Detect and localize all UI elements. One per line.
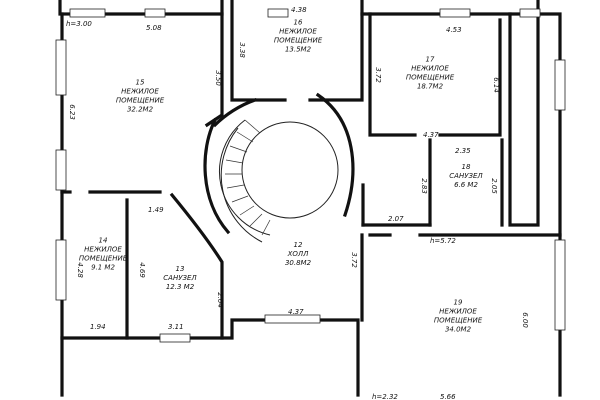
dimension-label: 5.08 bbox=[146, 24, 162, 32]
interior-walls bbox=[60, 0, 562, 340]
dimension-label: 4.53 bbox=[446, 26, 462, 34]
dimension-label: 3.50 bbox=[214, 70, 222, 86]
dimension-label: 4.28 bbox=[76, 262, 84, 278]
dimension-label: 6.00 bbox=[521, 312, 529, 328]
dimension-label: 1.94 bbox=[90, 323, 106, 331]
dimension-label: 4.37 bbox=[423, 131, 439, 139]
dimension-label: 2.05 bbox=[490, 178, 498, 194]
windows bbox=[55, 8, 566, 343]
dimension-label: 6.23 bbox=[68, 104, 76, 120]
dimension-label: 1.49 bbox=[148, 206, 164, 214]
dimension-label: 3.72 bbox=[350, 252, 358, 268]
dimension-label: 2.83 bbox=[420, 178, 428, 194]
dimension-label: h=5.72 bbox=[430, 237, 456, 245]
dimension-label: 4.69 bbox=[138, 262, 146, 278]
dimension-label: 3.72 bbox=[374, 67, 382, 83]
dimension-label: 2.35 bbox=[455, 147, 471, 155]
dimension-label: 2.04 bbox=[216, 292, 224, 308]
dimension-label: h=3.00 bbox=[66, 20, 92, 28]
dimension-label: 4.37 bbox=[288, 308, 304, 316]
spiral-staircase bbox=[218, 119, 339, 243]
dimension-label: 4.38 bbox=[291, 6, 307, 14]
dimension-label: 6.14 bbox=[492, 77, 500, 93]
dimension-label: 3.38 bbox=[238, 42, 246, 58]
dimension-label: 5.66 bbox=[440, 393, 456, 400]
dimension-label: 3.11 bbox=[168, 323, 184, 331]
dimension-label: 2.07 bbox=[388, 215, 404, 223]
dimension-labels: h=3.00 5.08 3.50 6.23 4.38 3.38 4.53 3.72 6.14 4.… bbox=[66, 6, 529, 400]
outer-walls bbox=[58, 0, 562, 397]
dimension-label: h=2.32 bbox=[372, 393, 398, 400]
